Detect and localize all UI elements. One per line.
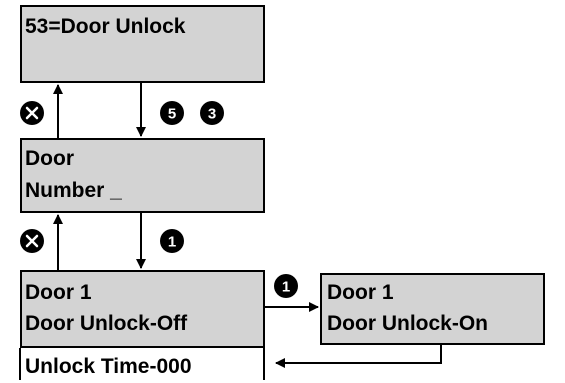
return-path-line: [275, 345, 442, 368]
menu-title-text: 53=Door Unlock: [25, 15, 186, 38]
door-on-line1: Door 1: [327, 281, 394, 304]
door-off-line1: Door 1: [25, 281, 92, 304]
door-on-line2: Door Unlock-On: [327, 312, 488, 335]
key-1-right-icon: 1: [274, 274, 298, 298]
screen-door-unlock-off: [20, 270, 265, 348]
door-off-line2: Door Unlock-Off: [25, 312, 188, 335]
cancel-key-icon-top: [20, 101, 44, 125]
key-1-down-label: 1: [168, 234, 176, 251]
key-5-label: 5: [168, 106, 176, 123]
door-number-line1: Door: [25, 147, 74, 170]
key-3-label: 3: [208, 106, 216, 123]
screen-door-unlock-on: [320, 273, 545, 345]
key-1-down-icon: 1: [160, 229, 184, 253]
key-3-icon: 3: [200, 101, 224, 125]
key-5-icon: 5: [160, 101, 184, 125]
screen-door-unlock-menu: [20, 5, 265, 83]
cancel-key-icon-middle: [20, 229, 44, 253]
unlock-time-text: Unlock Time-000: [25, 355, 192, 378]
screen-door-number-prompt: [20, 138, 265, 213]
key-1-right-label: 1: [282, 279, 290, 296]
door-number-line2: Number _: [25, 179, 122, 202]
